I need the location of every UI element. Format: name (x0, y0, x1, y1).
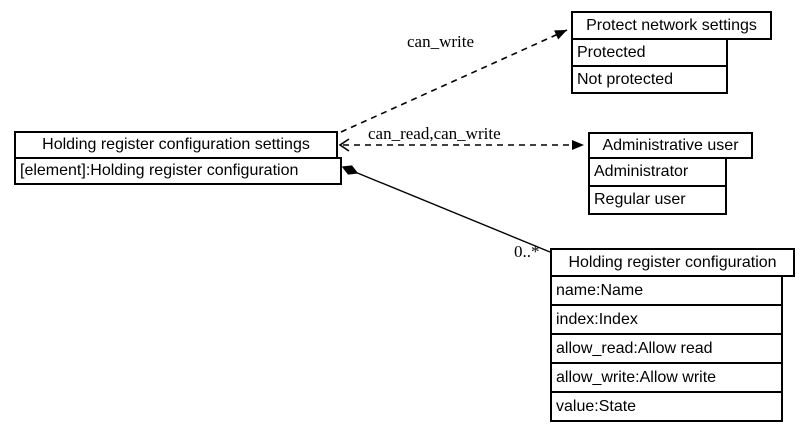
attribute-row: allow_write:Allow write (550, 362, 783, 393)
attribute-row: Administrator (588, 157, 727, 187)
composition-edge (354, 171, 551, 253)
edge-label-can-write: can_write (407, 32, 474, 51)
attribute-row: Protected (571, 38, 728, 67)
attribute-row: value:State (550, 391, 783, 422)
attribute-row: index:Index (550, 304, 783, 335)
composition-diamond-icon (341, 165, 359, 175)
attribute-row: Not protected (571, 65, 728, 94)
attribute-row: [element]:Holding register configuration (14, 157, 342, 185)
class-title-administrative-user: Administrative user (588, 132, 753, 159)
attribute-row: allow_read:Allow read (550, 333, 783, 364)
attribute-row: Regular user (588, 185, 727, 215)
edge-label-multiplicity: 0..* (514, 242, 540, 261)
dependency-edge-can-write (340, 29, 568, 133)
class-title-holding-register-configuration: Holding register configuration (550, 248, 795, 277)
attribute-row: name:Name (550, 275, 783, 306)
class-title-settings: Holding register configuration settings (14, 131, 338, 159)
class-title-protect-network-settings: Protect network settings (571, 11, 772, 40)
open-arrowhead-icon (338, 138, 350, 152)
edge-label-can-read-can-write: can_read,can_write (368, 124, 501, 143)
